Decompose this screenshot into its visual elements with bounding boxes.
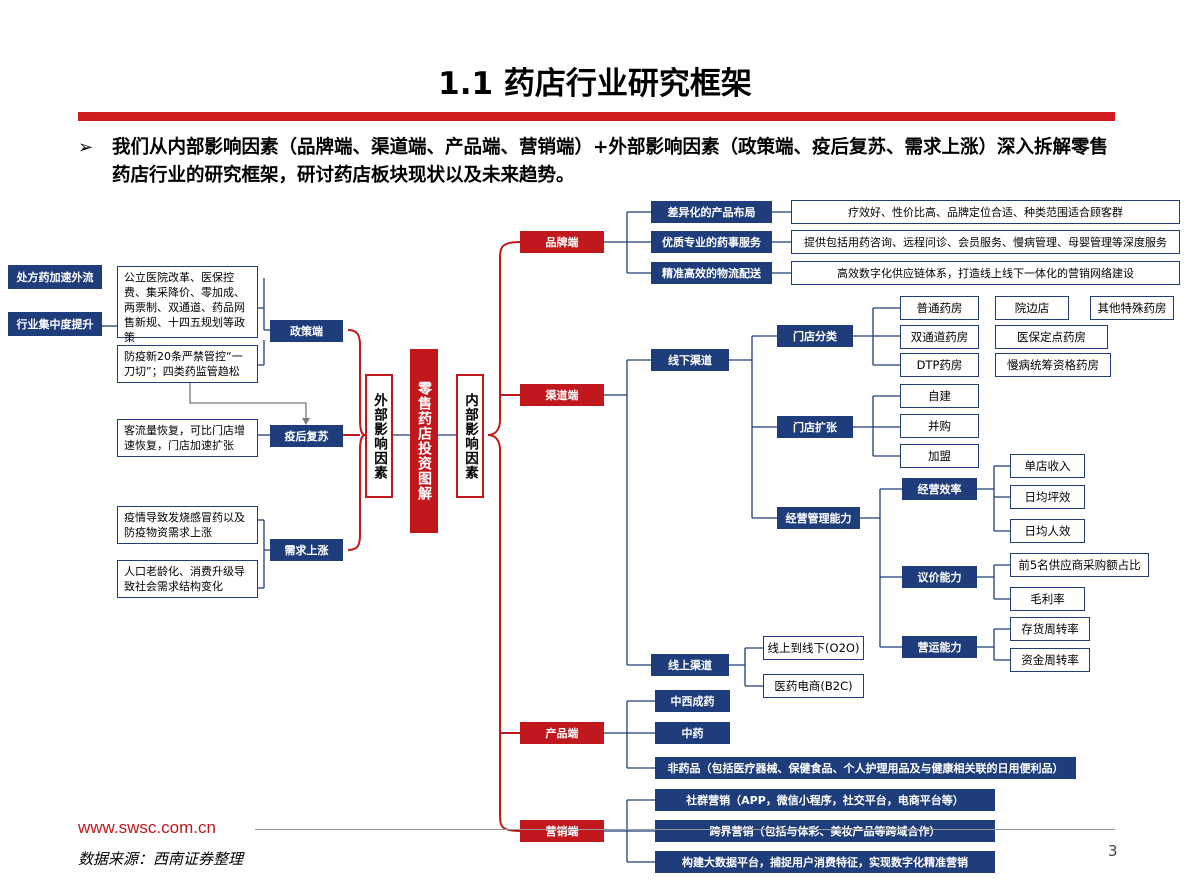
bargaining-gross-margin: 毛利率: [1010, 587, 1085, 611]
online-b2c: 医药电商(B2C): [763, 674, 864, 698]
product-western-chinese-medicine: 中西成药: [655, 690, 730, 712]
intro-text: 我们从内部影响因素（品牌端、渠道端、产品端、营销端）+外部影响因素（政策端、疫后…: [112, 137, 1109, 186]
expansion-self-built: 自建: [900, 384, 979, 408]
intro-bullet: ➢ 我们从内部影响因素（品牌端、渠道端、产品端、营销端）+外部影响因素（政策端、…: [78, 134, 1118, 190]
operation-inventory-turnover: 存货周转率: [1010, 617, 1090, 641]
internal-factors-label: 内部影响因素: [456, 374, 484, 498]
footer-url: www.swsc.com.cn: [78, 818, 216, 837]
brand-desc-product-layout: 疗效好、性价比高、品牌定位合适、种类范围适合顾客群: [791, 200, 1180, 224]
node-brand: 品牌端: [520, 231, 604, 253]
node-store-types: 门店分类: [777, 325, 853, 347]
page-number: 3: [1108, 842, 1118, 860]
store-type-hospital-side: 院边店: [995, 296, 1069, 320]
expansion-franchise: 加盟: [900, 444, 979, 468]
node-marketing: 营销端: [520, 820, 604, 842]
node-store-expansion: 门店扩张: [777, 416, 853, 438]
bullet-arrow-icon: ➢: [78, 137, 94, 158]
brand-item-logistics: 精准高效的物流配送: [651, 262, 772, 284]
expansion-merger: 并购: [900, 414, 979, 438]
store-type-chronic: 慢病统筹资格药房: [995, 353, 1111, 377]
store-type-dtp: DTP药房: [900, 353, 979, 377]
policy-note-epidemic: 防疫新20条严禁管控“一刀切”；四类药监管趋松: [117, 345, 258, 383]
node-online-channel: 线上渠道: [651, 654, 729, 676]
node-bargaining: 议价能力: [902, 566, 977, 588]
brand-item-product-layout: 差异化的产品布局: [651, 201, 772, 223]
node-recovery: 疫后复苏: [270, 425, 343, 447]
data-source: 数据来源：西南证券整理: [78, 850, 244, 868]
brand-item-pharma-service: 优质专业的药事服务: [651, 231, 772, 253]
policy-note-reforms: 公立医院改革、医保控费、集采降价、零加成、两票制、双通道、药品网售新规、十四五规…: [117, 266, 258, 344]
demand-note-aging: 人口老龄化、消费升级导致社会需求结构变化: [117, 560, 258, 598]
brand-desc-logistics: 高效数字化供应链体系，打造线上线下一体化的营销网络建设: [791, 261, 1180, 285]
node-product: 产品端: [520, 722, 604, 744]
node-demand: 需求上涨: [270, 539, 343, 561]
center-node: 零售药店投资图解: [410, 349, 438, 533]
node-policy: 政策端: [270, 320, 343, 342]
efficiency-store-revenue: 单店收入: [1010, 454, 1085, 478]
marketing-crossover: 跨界营销（包括与体彩、美妆产品等跨域合作）: [655, 820, 995, 842]
online-o2o: 线上到线下(O2O): [763, 636, 864, 660]
product-non-drug: 非药品（包括医疗器械、保健食品、个人护理用品及与健康相关联的日用便利品）: [655, 757, 1076, 779]
node-operation: 营运能力: [902, 636, 977, 658]
node-channel: 渠道端: [520, 384, 604, 406]
store-type-dual-channel: 双通道药房: [900, 325, 979, 349]
node-management: 经营管理能力: [777, 507, 860, 529]
tag-industry-concentration: 行业集中度提升: [8, 312, 102, 336]
demand-note-epidemic: 疫情导致发烧感冒药以及防疫物资需求上涨: [117, 506, 258, 544]
bargaining-top5: 前5名供应商采购额占比: [1010, 553, 1149, 577]
marketing-community: 社群营销（APP，微信小程序，社交平台，电商平台等）: [655, 789, 995, 811]
store-type-special: 其他特殊药房: [1090, 296, 1174, 320]
efficiency-area: 日均坪效: [1010, 485, 1085, 509]
node-offline-channel: 线下渠道: [651, 349, 729, 371]
tag-prescription-outflow: 处方药加速外流: [8, 265, 102, 289]
operation-capital-turnover: 资金周转率: [1010, 648, 1090, 672]
recovery-note: 客流量恢复，可比门店增速恢复，门店加速扩张: [117, 419, 258, 457]
footer-divider: [255, 829, 1115, 830]
brand-desc-pharma-service: 提供包括用药咨询、远程问诊、会员服务、慢病管理、母婴管理等深度服务: [791, 230, 1180, 254]
node-efficiency: 经营效率: [902, 478, 977, 500]
efficiency-staff: 日均人效: [1010, 519, 1085, 543]
marketing-big-data: 构建大数据平台，捕捉用户消费特征，实现数字化精准营销: [655, 851, 995, 873]
product-tcm: 中药: [655, 722, 730, 744]
store-type-insurance: 医保定点药房: [995, 325, 1108, 349]
store-type-regular: 普通药房: [900, 296, 979, 320]
page-title: 1.1 药店行业研究框架: [438, 66, 752, 102]
external-factors-label: 外部影响因素: [365, 374, 393, 498]
title-divider: [78, 112, 1115, 121]
